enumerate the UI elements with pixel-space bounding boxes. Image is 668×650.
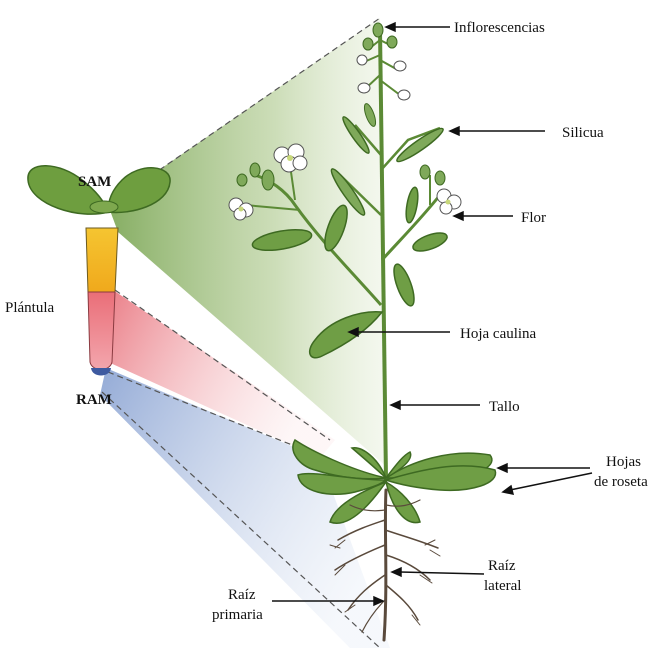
flower-white-right: [437, 189, 461, 214]
label-tallo: Tallo: [489, 399, 520, 415]
label-ram: RAM: [76, 392, 112, 408]
label-silicua: Silicua: [562, 125, 604, 141]
label-hoja-caulina: Hoja caulina: [460, 326, 537, 342]
label-inflorescencias: Inflorescencias: [454, 20, 545, 36]
label-raiz-lateral-line1: Raíz: [488, 558, 516, 574]
label-raiz-primaria-line2: primaria: [212, 607, 263, 623]
hypocotyl: [86, 228, 118, 292]
label-plantula: Plántula: [5, 300, 55, 316]
primary-root: [384, 490, 386, 640]
seedling-root: [88, 292, 115, 370]
label-raiz-lateral-line2: lateral: [484, 578, 521, 594]
label-raiz-primaria-line1: Raíz: [228, 587, 256, 603]
label-flor: Flor: [521, 210, 546, 226]
label-hojas-roseta-line2: de roseta: [594, 474, 648, 490]
label-hojas-roseta-line1: Hojas: [606, 454, 641, 470]
label-sam: SAM: [78, 174, 111, 190]
shoot-apex: [90, 201, 118, 213]
right-branch: [382, 165, 461, 308]
